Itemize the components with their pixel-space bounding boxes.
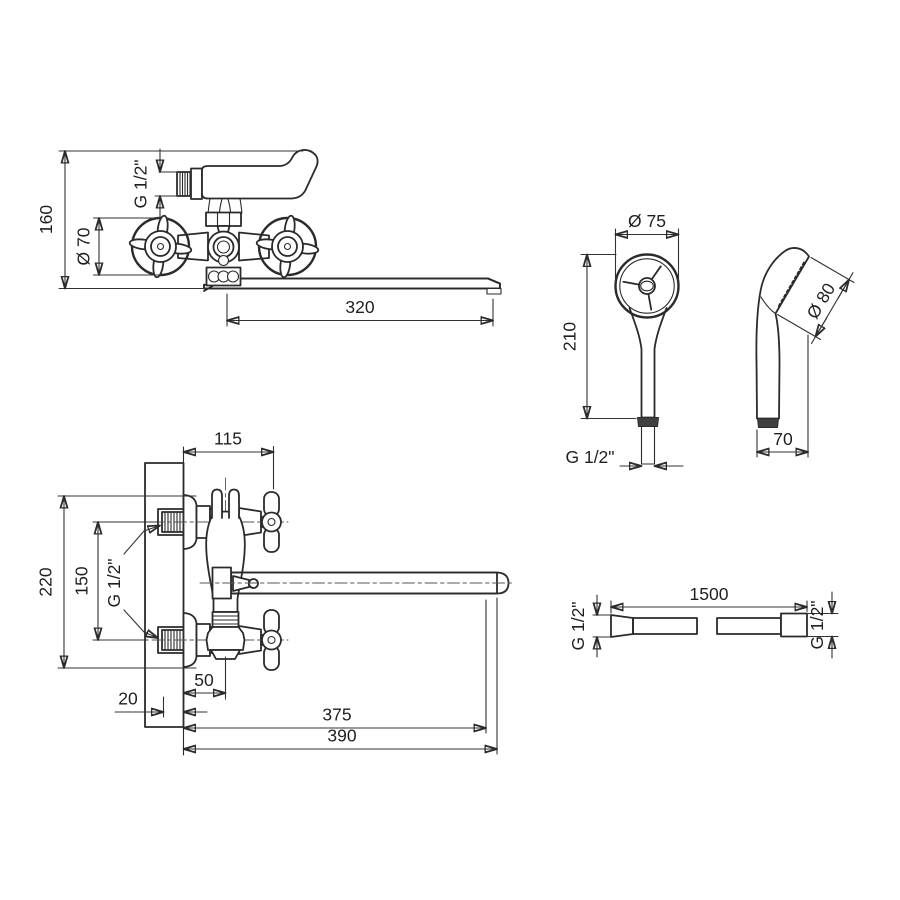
- dim-center-offset-50: 50: [184, 656, 226, 699]
- nozzle-strip: [777, 261, 805, 308]
- dim-d80-label: Ø 80: [803, 279, 840, 322]
- dim-150-label: 150: [72, 566, 92, 595]
- dim-centers-150: 150: [72, 522, 159, 640]
- cross-handle-right: [255, 214, 320, 279]
- spout: [203, 277, 502, 295]
- dim-20-label: 20: [118, 689, 138, 709]
- handshower-nipple: [640, 425, 656, 465]
- down-tubes: [207, 198, 243, 215]
- dim-head-diameter: Ø 75: [616, 211, 679, 283]
- side-thread-band: [757, 418, 779, 428]
- dim-shower-thread: G 1/2": [131, 148, 179, 220]
- cross-handle-left: [128, 214, 193, 279]
- dim-height-220: 220: [36, 496, 197, 668]
- dim-spout-reach: 320: [227, 293, 493, 327]
- dim-g12-side-label: G 1/2": [104, 558, 124, 607]
- dim-d75-label: Ø 75: [628, 211, 666, 231]
- handle-side-bottom: [261, 609, 282, 671]
- faucet-front-view: 160 G 1/2" Ø 70 320: [36, 148, 502, 327]
- spout-nut: [205, 266, 242, 287]
- dim-handle-diameter: Ø 70: [74, 218, 160, 275]
- shower-outlet-thread: [176, 167, 203, 200]
- dim-d70-label: Ø 70: [74, 227, 94, 265]
- head-junction-line: [760, 296, 777, 315]
- handshower-head: [614, 253, 680, 319]
- dim-210-label: 210: [560, 322, 580, 351]
- dim-hose-thread-right: G 1/2": [806, 591, 839, 659]
- mixer-body-side: [205, 488, 246, 660]
- handshower-front-view: Ø 75 210 G 1/2": [560, 211, 684, 467]
- dim-375-label: 375: [322, 705, 351, 725]
- dim-1500-label: 1500: [690, 584, 729, 604]
- dim-70-label: 70: [773, 429, 793, 449]
- hose-section-right: [716, 617, 782, 635]
- hose-nut-fitting: [780, 612, 808, 638]
- hose-section-left: [632, 617, 698, 635]
- dim-height-160: 160: [36, 151, 304, 289]
- diverter-knob: [207, 230, 240, 267]
- shower-hose-view: 1500 G 1/2" G 1/2": [568, 584, 839, 659]
- dim-320-label: 320: [345, 297, 374, 317]
- dim-length-210: 210: [560, 255, 637, 419]
- dim-total-length-390: 390: [184, 597, 498, 755]
- handshower-handle: [628, 307, 668, 419]
- handshower-side-view: Ø 80 70: [755, 247, 855, 458]
- faucet-side-view: 115 220 150 G 1/2" 20 50: [36, 429, 515, 756]
- hose-cone-fitting: [610, 614, 634, 638]
- dim-handshower-thread: G 1/2": [565, 447, 684, 467]
- spout-side: [199, 566, 515, 600]
- dim-g12-top-label: G 1/2": [131, 159, 151, 208]
- mount-collar: [205, 211, 242, 227]
- dim-wall-depth-20: 20: [114, 689, 208, 718]
- dim-inlet-thread: G 1/2": [104, 526, 160, 639]
- dim-390-label: 390: [327, 726, 356, 746]
- dim-g12-hose-right-label: G 1/2": [807, 600, 827, 649]
- dim-projection-115: 115: [184, 429, 274, 490]
- handshower-side-body: [755, 247, 810, 420]
- dim-hose-thread-left: G 1/2": [568, 594, 612, 658]
- dim-spout-length-375: 375: [184, 599, 487, 734]
- wall-section: [144, 446, 185, 756]
- shower-elbow-body: [201, 149, 319, 200]
- dim-hose-length: 1500: [611, 584, 807, 614]
- dim-115-label: 115: [214, 429, 242, 449]
- dim-g12-hose-left-label: G 1/2": [568, 601, 588, 650]
- dim-160-label: 160: [36, 205, 56, 234]
- dim-220-label: 220: [36, 567, 56, 596]
- handle-side-top: [261, 491, 282, 553]
- dim-depth-70: 70: [757, 334, 808, 458]
- dim-g12-shower-label: G 1/2": [565, 447, 614, 467]
- handshower-thread-band: [637, 417, 659, 427]
- dim-50-label: 50: [194, 670, 214, 690]
